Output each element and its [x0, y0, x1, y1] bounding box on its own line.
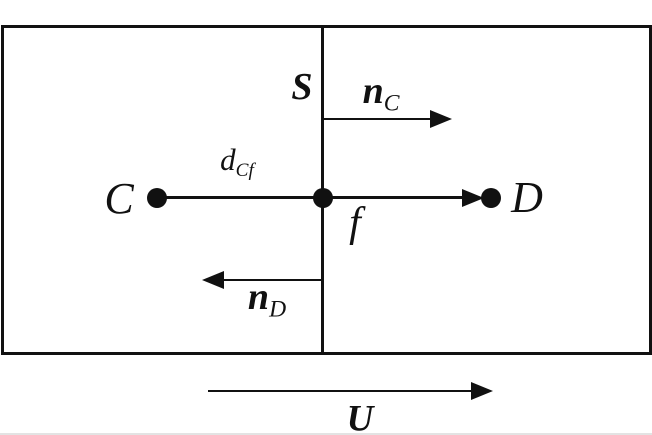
cell-c-centroid-dot [147, 187, 167, 208]
cd-distance-arrow-line [157, 196, 463, 199]
velocity-arrowhead-icon [471, 382, 493, 400]
surface-vector-label: S [291, 66, 313, 108]
normal-c-label-main: n [362, 69, 384, 112]
normal-d-label-subscript: D [269, 296, 287, 323]
distance-label-subscript: Cf [235, 159, 254, 181]
normal-d-label: nD [248, 278, 286, 322]
cd-distance-arrowhead-icon [462, 188, 484, 207]
normal-d-label-main: n [247, 275, 270, 318]
normal-c-arrow-line [324, 117, 432, 120]
distance-label: dCf [220, 144, 254, 180]
cell-boundary-box [1, 25, 652, 355]
cell-c-label: C [104, 174, 134, 223]
normal-d-arrow-line [221, 278, 324, 281]
face-label: f [349, 200, 361, 246]
face-centroid-dot [313, 187, 333, 208]
normal-d-arrowhead-icon [202, 270, 224, 289]
distance-label-main: d [220, 141, 236, 177]
cell-d-label: D [511, 173, 543, 222]
cell-d-centroid-dot [481, 187, 501, 208]
normal-c-arrowhead-icon [430, 109, 452, 128]
normal-c-label: nC [363, 72, 400, 116]
velocity-arrow-line [208, 389, 473, 392]
normal-c-label-subscript: C [383, 90, 400, 117]
velocity-label: U [346, 398, 374, 435]
image-bottom-edge [0, 433, 652, 435]
